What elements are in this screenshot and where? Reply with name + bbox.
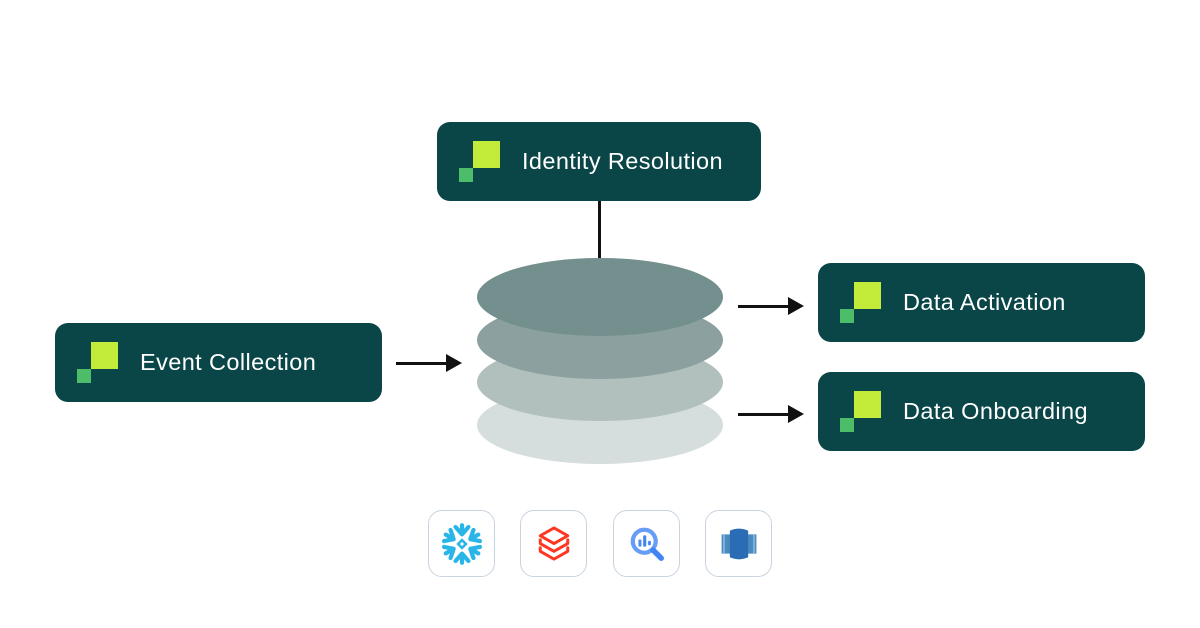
rudderstack-logo-icon [459, 141, 500, 182]
snowflake-icon [441, 522, 482, 565]
logo-small-square [840, 309, 854, 323]
integration-tile-bigquery [613, 510, 680, 577]
event-collection-node: Event Collection [55, 323, 382, 402]
logo-big-square [854, 391, 881, 418]
arrow-warehouse-to-onboarding [738, 405, 804, 423]
node-label: Data Activation [903, 289, 1066, 315]
rudderstack-logo-icon [840, 282, 881, 323]
integration-tile-snowflake [428, 510, 495, 577]
data-onboarding-node: Data Onboarding [818, 372, 1145, 451]
connector-identity-to-warehouse [598, 201, 601, 261]
integration-tile-databricks [520, 510, 587, 577]
bigquery-icon [630, 527, 664, 561]
logo-big-square [91, 342, 118, 369]
identity-resolution-node: Identity Resolution [437, 122, 761, 201]
databricks-icon [538, 525, 569, 561]
node-label: Event Collection [140, 349, 317, 375]
warehouse-layer-1 [477, 258, 723, 336]
integration-tile-redshift [705, 510, 772, 577]
rudderstack-logo-icon [840, 391, 881, 432]
arrow-event-to-warehouse [396, 354, 462, 372]
logo-small-square [459, 168, 473, 182]
rudderstack-logo-icon [77, 342, 118, 383]
redshift-icon [721, 528, 756, 559]
node-label: Data Onboarding [903, 398, 1088, 424]
arrow-warehouse-to-activation [738, 297, 804, 315]
data-activation-node: Data Activation [818, 263, 1145, 342]
logo-small-square [77, 369, 91, 383]
logo-big-square [854, 282, 881, 309]
node-label: Identity Resolution [522, 148, 723, 174]
logo-big-square [473, 141, 500, 168]
logo-small-square [840, 418, 854, 432]
